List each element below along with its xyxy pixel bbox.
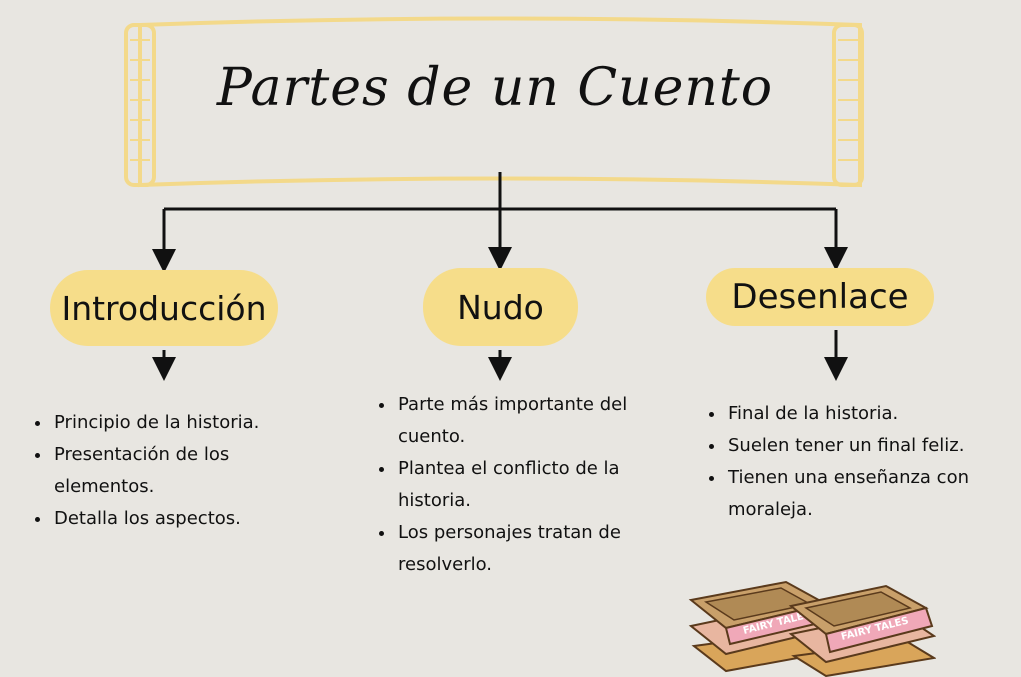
list-item: Presentación de los elementos. bbox=[52, 439, 312, 503]
list-item: Suelen tener un final feliz. bbox=[726, 430, 1021, 462]
heading-desenlace: Desenlace bbox=[706, 268, 934, 326]
heading-introduccion: Introducción bbox=[50, 270, 278, 346]
connector-tree bbox=[152, 172, 848, 381]
list-item: Final de la historia. bbox=[726, 398, 1021, 430]
list-item: Los personajes tratan de resolverlo. bbox=[396, 517, 681, 581]
scroll-banner bbox=[124, 16, 864, 188]
page-title: Partes de un Cuento bbox=[216, 58, 774, 118]
list-item: Principio de la historia. bbox=[52, 407, 312, 439]
list-item: Detalla los aspectos. bbox=[52, 503, 312, 535]
heading-nudo: Nudo bbox=[423, 268, 578, 346]
list-item: Plantea el conflicto de la historia. bbox=[396, 453, 681, 517]
books-stack-icon: FAIRY TALES FAIRY TALES bbox=[688, 580, 936, 677]
list-introduccion: Principio de la historia. Presentación d… bbox=[30, 407, 312, 535]
list-item: Tienen una enseñanza con moraleja. bbox=[726, 462, 1021, 526]
book-stack-right: FAIRY TALES bbox=[788, 584, 936, 677]
list-item: Parte más importante del cuento. bbox=[396, 389, 681, 453]
list-nudo: Parte más importante del cuento. Plantea… bbox=[374, 389, 681, 581]
list-desenlace: Final de la historia. Suelen tener un fi… bbox=[704, 398, 1021, 526]
